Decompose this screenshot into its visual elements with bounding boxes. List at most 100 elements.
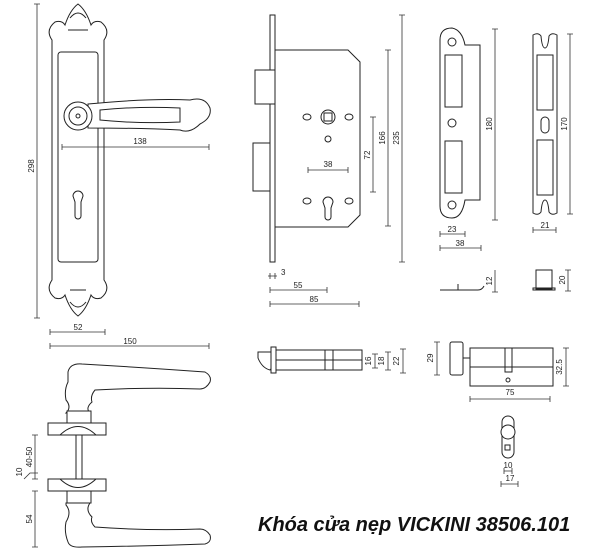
dim-label-lever: 138 xyxy=(133,137,147,146)
dim-line-54 xyxy=(32,490,38,548)
strike-plate xyxy=(439,27,481,219)
spindle xyxy=(75,434,83,480)
strike-profile xyxy=(440,284,485,291)
cylinder-hole xyxy=(322,196,334,221)
dim-label-total-width: 150 xyxy=(123,337,137,346)
keyhole-icon xyxy=(72,190,84,220)
lever-inner xyxy=(99,106,181,124)
dim-line-40-50 xyxy=(32,434,38,480)
dim-line-72 xyxy=(370,116,376,193)
screw-hole xyxy=(344,113,354,121)
handle-front-view: 298 138 52 150 xyxy=(27,3,211,349)
dim-label-180: 180 xyxy=(485,117,494,131)
dim-label-23: 23 xyxy=(448,225,457,234)
strike-box-side xyxy=(535,269,553,290)
dim-label-3: 3 xyxy=(281,268,286,277)
screw-hole xyxy=(324,135,332,143)
dim-label-38b: 38 xyxy=(456,239,465,248)
mortise-lock-view: 38 72 166 235 3 55 85 xyxy=(252,14,405,307)
strike-box-view: 170 21 20 xyxy=(532,33,573,292)
dim-label-height: 298 xyxy=(27,159,36,173)
cylinder-cam xyxy=(504,347,513,373)
dim-line-38b xyxy=(439,245,482,251)
screw-hole xyxy=(447,200,457,210)
dim-line-180 xyxy=(492,28,498,221)
upper-rose xyxy=(47,422,107,436)
dim-line-plate-width xyxy=(49,329,106,335)
dim-label-21: 21 xyxy=(541,221,550,230)
spindle-square xyxy=(323,112,333,122)
dim-line-total-width xyxy=(49,343,210,349)
upper-lever xyxy=(64,363,211,414)
bolt-opening xyxy=(444,140,463,194)
dim-line-16 xyxy=(372,353,378,369)
dim-line-22 xyxy=(400,348,406,374)
dim-label-235: 235 xyxy=(392,131,401,145)
lower-lever xyxy=(64,502,211,548)
dim-label-170: 170 xyxy=(560,117,569,131)
box-opening xyxy=(536,54,554,111)
dim-line-10 xyxy=(503,468,513,474)
dim-line-29 xyxy=(434,341,440,376)
ornament xyxy=(68,12,88,308)
rose xyxy=(63,101,93,131)
dim-line-32-5 xyxy=(563,347,569,387)
screw-hole xyxy=(447,118,457,128)
screw-hole xyxy=(302,113,312,121)
dim-line-lever xyxy=(61,144,210,150)
dim-label-22: 22 xyxy=(392,356,401,365)
lock-body xyxy=(274,49,361,228)
latch-opening xyxy=(444,54,463,108)
dim-line-85 xyxy=(269,301,360,307)
dim-label-plate-width: 52 xyxy=(74,323,83,332)
screw-hole xyxy=(447,37,457,47)
dim-line-18 xyxy=(385,351,391,371)
rose-inner xyxy=(68,106,88,126)
dim-label-38: 38 xyxy=(324,160,333,169)
strike-box xyxy=(532,33,558,215)
dim-label-166: 166 xyxy=(378,131,387,145)
dim-label-85: 85 xyxy=(310,295,319,304)
dim-label-29: 29 xyxy=(426,353,435,362)
dim-line-235 xyxy=(399,14,405,263)
deadbolt xyxy=(252,142,271,192)
latch-plate xyxy=(270,346,277,374)
dim-line-170 xyxy=(567,33,573,215)
dim-label-17: 17 xyxy=(506,474,515,483)
cylinder-front-key xyxy=(504,444,511,451)
dim-line-17 xyxy=(500,481,519,487)
dim-label-72: 72 xyxy=(363,150,372,159)
dim-line-10-side xyxy=(23,472,38,480)
dim-label-16: 16 xyxy=(364,356,373,365)
thumbturn xyxy=(449,341,464,376)
dim-line-height xyxy=(34,3,40,319)
dim-label-54: 54 xyxy=(25,514,34,523)
screw-hole xyxy=(302,197,312,205)
upper-rose-dome xyxy=(59,426,97,436)
lower-neck xyxy=(66,490,92,504)
lower-rose xyxy=(47,478,107,492)
dim-label-40-50: 40-50 xyxy=(25,446,34,467)
dim-line-3 xyxy=(268,273,277,279)
dim-line-20 xyxy=(565,269,571,292)
dim-label-10-side: 10 xyxy=(15,467,24,476)
product-title: Khóa cửa nẹp VICKINI 38506.101 xyxy=(258,514,571,536)
dim-line-23 xyxy=(439,231,466,237)
dim-line-75 xyxy=(469,396,551,402)
backplate xyxy=(48,3,108,317)
cylinder-screw-hole xyxy=(505,377,511,383)
dim-line-38 xyxy=(307,167,349,173)
dim-line-55 xyxy=(269,287,328,293)
cylinder-view: 29 32.5 75 10 17 xyxy=(426,341,569,487)
faceplate xyxy=(269,14,276,263)
strike-box-flange xyxy=(532,287,556,291)
upper-neck xyxy=(66,410,92,424)
dim-label-18: 18 xyxy=(377,356,386,365)
handle-side-view: 40-50 10 54 xyxy=(15,363,211,548)
screw-hole xyxy=(344,197,354,205)
dim-label-10: 10 xyxy=(504,461,513,470)
dim-label-55: 55 xyxy=(294,281,303,290)
box-slot xyxy=(540,116,550,134)
dim-line-166 xyxy=(385,49,391,227)
